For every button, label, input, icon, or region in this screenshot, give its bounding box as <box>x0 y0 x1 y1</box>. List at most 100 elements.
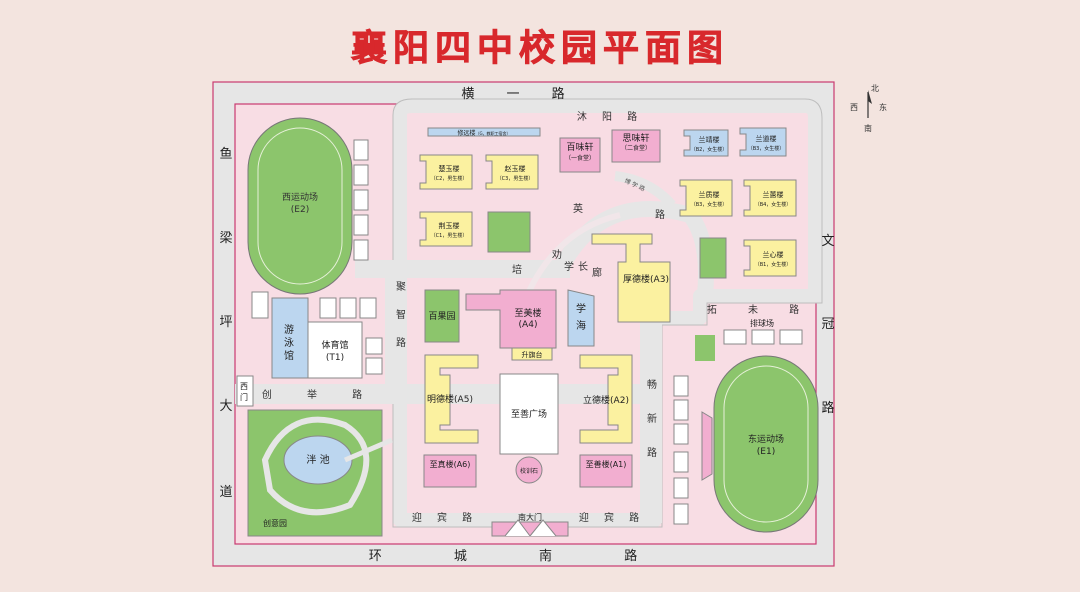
wen-guan-char-1: 文 <box>821 234 834 249</box>
li-de-label: 立德楼(A2) <box>583 394 629 406</box>
east-court <box>673 375 689 397</box>
west-court <box>353 139 369 161</box>
west-court <box>339 297 357 319</box>
zhi-shan-building <box>579 454 633 488</box>
li-de-building <box>579 354 633 444</box>
swim-1: 游 <box>284 323 294 336</box>
road-chuang-ju: 创 举 路 <box>262 388 378 401</box>
swimming-hall <box>271 297 309 379</box>
west-field-name: 西运动场 <box>282 192 318 203</box>
volleyball-courts <box>723 329 803 345</box>
lan-dao-building-sub: （B3，女生楼） <box>748 145 785 152</box>
wen-guan-char-2: 冠 <box>821 317 834 332</box>
road-ying-bin-right: 迎 宾 路 <box>579 511 645 524</box>
bai-wei-name: 百味轩 <box>566 141 593 153</box>
jing-yu-building: 荆玉楼（C1，男生楼） <box>419 211 473 247</box>
pei-road <box>355 260 570 278</box>
zhi-zhen-label: 至真楼(A6) <box>430 459 471 469</box>
east-court <box>673 423 689 445</box>
road-tuo-wei: 拓 未 路 <box>707 303 813 316</box>
chu-yu-building-name: 楚玉楼 <box>439 164 460 173</box>
east-field-code: (E1) <box>757 447 775 457</box>
road-chang-xin-2: 新 <box>647 412 657 425</box>
zhao-yu-building: 赵玉楼（C3，男生楼） <box>485 154 539 190</box>
yu-liang-char-3: 坪 <box>219 315 232 330</box>
bai-guo-label: 百果园 <box>428 311 455 322</box>
road-pei: 培 <box>512 263 522 276</box>
gymnasium <box>307 321 363 379</box>
road-chang-xin-1: 畅 <box>647 378 657 391</box>
west-court <box>365 337 383 355</box>
bai-wei-canteen <box>559 137 601 173</box>
si-wei-sub: （二食堂） <box>621 144 651 152</box>
road-ying-bin-left: 迎 宾 路 <box>412 511 478 524</box>
swim-2: 泳 <box>284 337 294 349</box>
lan-jing-building-name: 兰靖楼 <box>699 135 720 144</box>
map-title: 襄阳四中校园平面图 <box>351 28 729 69</box>
xiao-xun-stone <box>515 456 543 484</box>
si-wei-name: 思味轩 <box>622 132 649 144</box>
road-huan-cheng-nan: 环 城 南 路 <box>369 548 671 564</box>
xue-hai-1: 学 <box>576 302 586 315</box>
si-wei-canteen <box>611 129 661 163</box>
inner-road-ring-edge <box>392 98 823 528</box>
compass-east: 东 <box>879 102 887 112</box>
xiao-xun-label: 校训石 <box>520 467 538 475</box>
jing-yu-building-name: 荆玉楼 <box>439 221 460 230</box>
lan-xin-building-name: 兰心楼 <box>763 250 784 259</box>
compass-west: 西 <box>850 103 858 112</box>
chang-xin-road <box>640 318 662 523</box>
road-ju-zhi-1: 聚 <box>396 281 406 293</box>
east-stand <box>701 411 713 481</box>
pond-bridge <box>344 437 393 463</box>
xue-hai-building <box>567 289 595 347</box>
west-gate[interactable] <box>236 375 254 407</box>
corridor-2: 学 <box>564 260 574 273</box>
zhi-zhen-building <box>423 454 477 488</box>
girls-dorms: 兰靖楼（B2，女生楼）兰道楼（B3，女生楼）兰质楼（B3，女生楼）兰蕙楼（B4，… <box>679 127 797 277</box>
pond-path <box>261 416 370 516</box>
east-court <box>673 503 689 525</box>
compass-icon: 北 西 东 南 <box>850 84 887 133</box>
zhi-mei-name: 至美楼 <box>514 307 541 319</box>
gym-name: 体育馆 <box>321 339 348 351</box>
zhi-shan-label: 至善楼(A1) <box>586 459 627 469</box>
ming-de-label: 明德楼(A5) <box>427 393 473 405</box>
corridor-1: 劝 <box>552 248 562 261</box>
road-ying-1: 英 <box>573 202 583 215</box>
pai-qiu-label: 排球场 <box>750 318 774 328</box>
corridor-3: 长 <box>578 261 588 273</box>
zhi-mei-code: (A4) <box>519 320 538 330</box>
green-patch-1 <box>487 211 531 253</box>
curve-road <box>614 171 676 209</box>
lan-dao-building-name: 兰道楼 <box>756 134 777 143</box>
east-court <box>673 399 689 421</box>
yu-liang-char-4: 大 <box>219 399 232 414</box>
chuang-yi-label: 创意园 <box>263 518 287 528</box>
west-gate-1: 西 <box>240 382 248 391</box>
west-court <box>353 214 369 236</box>
east-sports-field: 东运动场 (E1) <box>713 355 819 533</box>
hou-de-building <box>591 233 671 323</box>
pond-label: 泮 池 <box>306 453 329 466</box>
west-courts <box>319 139 383 375</box>
boys-dorms: 楚玉楼（C2，男生楼） 赵玉楼（C3，男生楼） 荆玉楼（C1，男生楼） <box>419 154 539 247</box>
west-court <box>353 164 369 186</box>
ju-zhi-road <box>385 260 403 385</box>
bai-wei-sub: （一食堂） <box>565 154 595 162</box>
road-mu-yang: 沐 阳 路 <box>577 110 643 123</box>
xue-hai-2: 海 <box>576 319 586 332</box>
yu-liang-char-5: 道 <box>219 485 232 500</box>
south-gate[interactable] <box>491 519 569 537</box>
lan-xin-building: 兰心楼（B1，女生楼） <box>743 239 797 277</box>
zhao-yu-building-name: 赵玉楼 <box>505 164 526 173</box>
road-ying-2: 路 <box>655 208 665 221</box>
south-gate-label: 南大门 <box>518 512 542 522</box>
chu-yu-building: 楚玉楼（C2，男生楼） <box>419 154 473 190</box>
ming-de-building <box>424 354 479 444</box>
wen-guan-char-3: 路 <box>821 400 834 416</box>
lan-jing-building: 兰靖楼 （B2，女生楼） <box>683 129 729 157</box>
lan-jing-building-sub: （B2，女生楼） <box>691 146 728 153</box>
west-court <box>353 189 369 211</box>
green-patch-2 <box>699 237 727 279</box>
